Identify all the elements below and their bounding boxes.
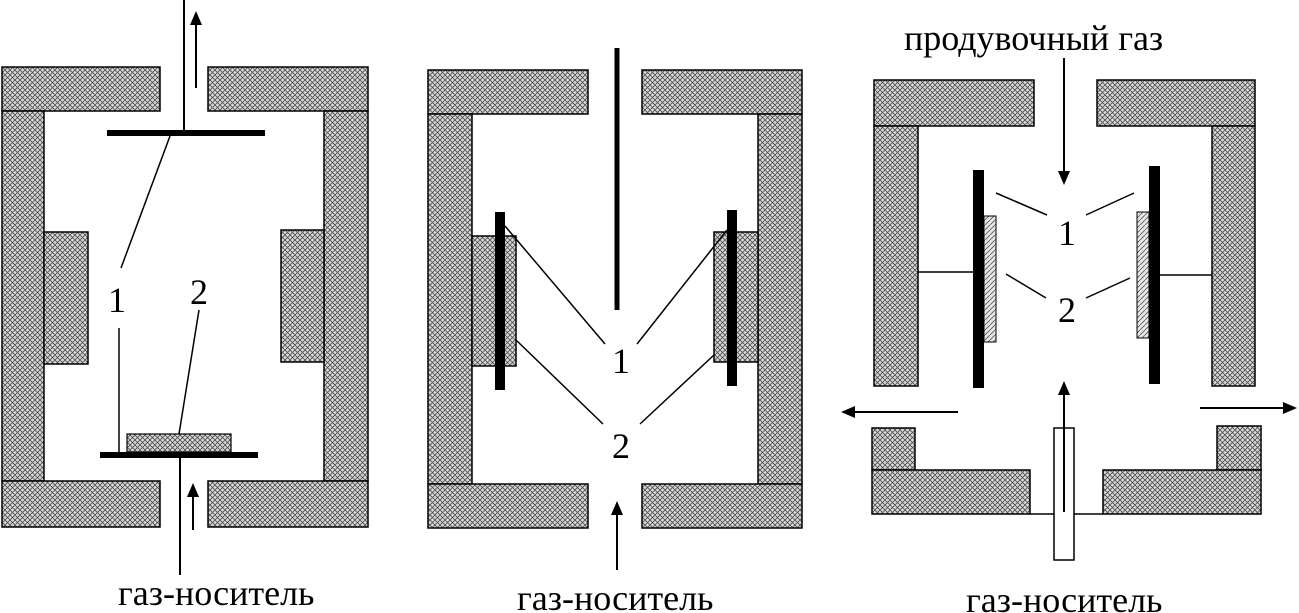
caption-right: газ-носитель [966,580,1162,613]
heater-right [280,229,325,363]
marker-2-middle: 2 [612,426,630,466]
leader-1a-middle [504,225,606,345]
wall-side-right [323,110,369,482]
leader-2-left [178,309,200,435]
wall-top-left [873,79,1035,127]
leader-2a-right [1005,273,1047,299]
wall-bottom-right [641,483,803,529]
caption-middle: газ-носитель [517,578,713,613]
electrode-right [727,210,737,386]
wall-side-left [1,110,45,482]
electrode-top [107,130,265,136]
heater-left [43,231,89,365]
panel-middle: 1 2 газ-носитель [427,48,803,613]
sample-left [983,215,997,343]
heater-left [471,235,517,367]
electrode-right [1149,166,1160,384]
panel-left: 1 2 газ-носитель [1,0,369,613]
wall-top-right [641,69,803,115]
block-small-right [1216,425,1262,471]
marker-1-right: 1 [1058,213,1076,253]
wall-bottom-left [427,483,589,529]
marker-2-right: 2 [1058,290,1076,330]
block-small-left [871,427,916,471]
caption-left: газ-носитель [118,573,314,613]
wall-top-right [207,66,369,112]
leader-1a-right [995,192,1048,216]
leader-1b-right [1085,192,1135,216]
wall-side-left [427,113,473,485]
sample-left [126,433,232,453]
leader-2b-middle [639,354,715,425]
leader-1b-middle [636,229,728,345]
sample-right [1136,211,1150,339]
wall-side-left [873,125,919,387]
wall-bottom-left [1,480,161,528]
wall-bottom-right [207,480,369,528]
leader-2b-right [1085,277,1131,299]
marker-1-middle: 1 [612,341,630,381]
marker-1-left: 1 [108,280,126,320]
electrode-left [495,212,505,390]
panel-right: продувочный газ 1 2 газ-носитель [841,18,1297,613]
base-right [1102,469,1262,515]
wall-top-right [1096,79,1256,127]
marker-2-left: 2 [190,272,208,312]
leader-1a-left [120,135,171,269]
electrode-bottom [100,452,258,458]
leader-2a-middle [515,339,604,425]
wall-side-right [757,113,803,485]
wall-top-left [427,69,589,115]
wall-side-right [1211,125,1256,387]
base-left [871,469,1031,515]
wall-top-left [1,66,161,112]
electrode-left [973,170,984,388]
top-caption-right: продувочный газ [904,18,1163,58]
